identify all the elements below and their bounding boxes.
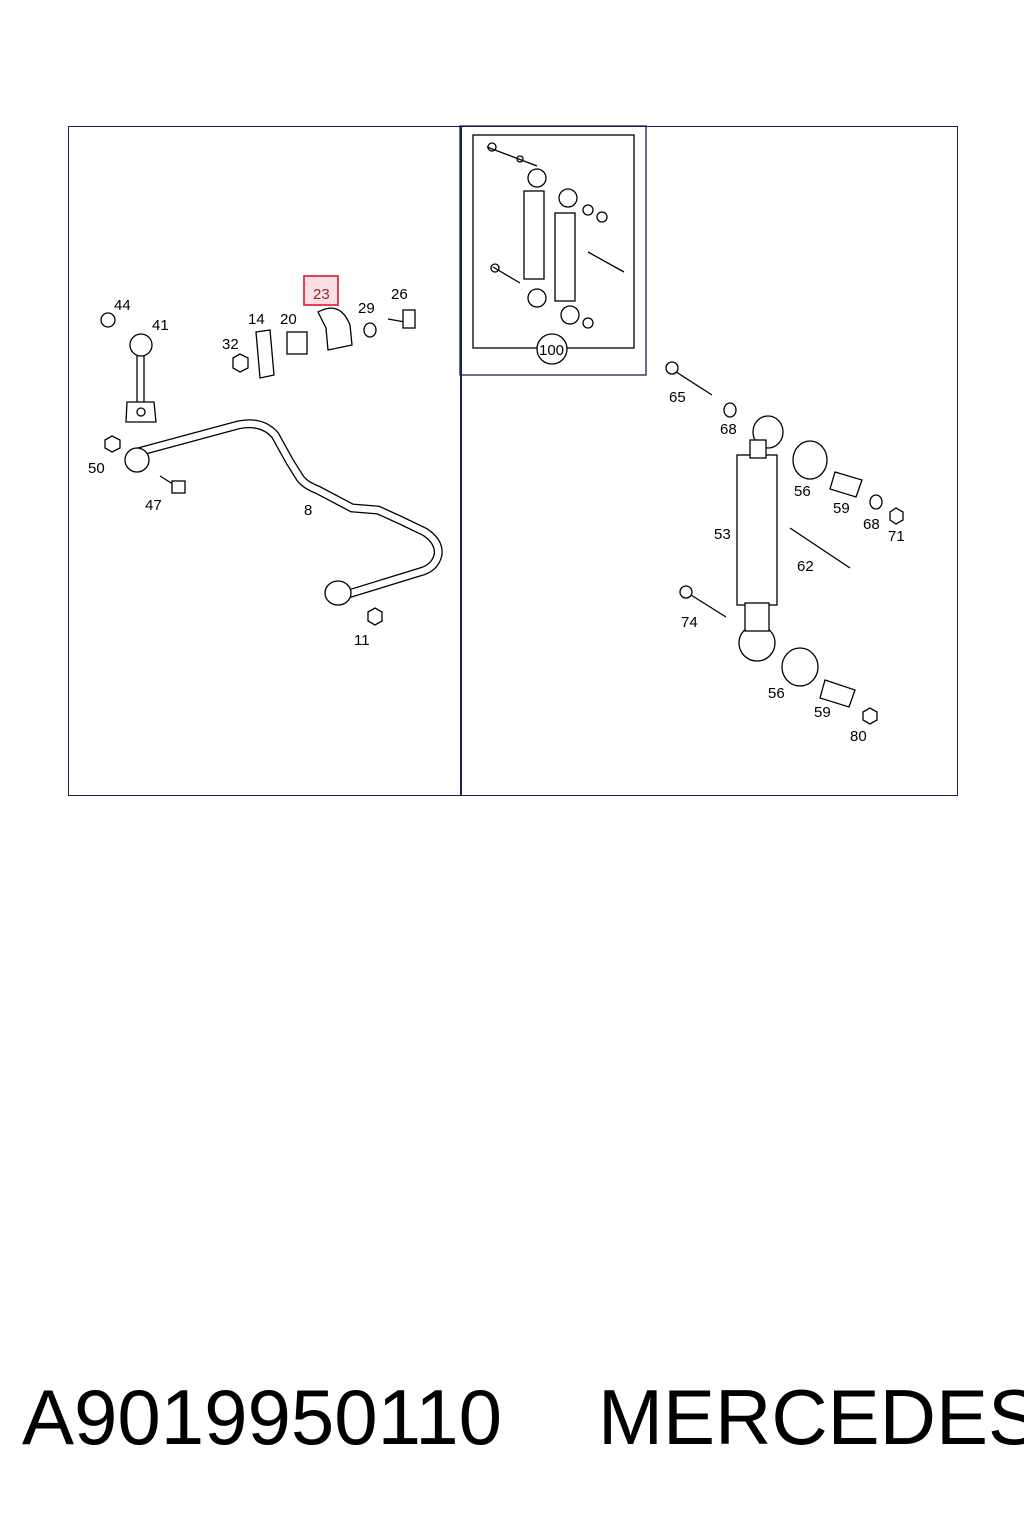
sleeve-59a [829, 471, 863, 498]
label-62: 62 [797, 558, 814, 575]
label-56b: 56 [768, 685, 785, 702]
stabilizer-bar [124, 419, 443, 606]
label-65: 65 [669, 389, 686, 406]
label-29: 29 [358, 300, 375, 317]
callout-100-circle [536, 333, 568, 365]
stud-62 [789, 527, 851, 569]
nut-44 [100, 312, 116, 328]
label-74: 74 [681, 614, 698, 631]
shock-absorber-53 [736, 415, 784, 662]
bracket-14 [255, 329, 275, 379]
label-32: 32 [222, 336, 239, 353]
highlight-box-23 [303, 275, 339, 306]
footer: A9019950110 MERCEDES [0, 1372, 1024, 1472]
label-44: 44 [114, 297, 131, 314]
label-47: 47 [145, 497, 162, 514]
bolt-74 [679, 585, 727, 618]
bushing-56b [781, 647, 819, 687]
washer-68a [723, 402, 737, 418]
label-8: 8 [304, 502, 312, 519]
label-68b: 68 [863, 516, 880, 533]
label-41: 41 [152, 317, 169, 334]
bolt-47 [159, 475, 186, 494]
label-11: 11 [354, 632, 370, 649]
brand-name: MERCEDES [598, 1373, 1024, 1461]
frame-divider [460, 126, 462, 796]
label-14: 14 [248, 311, 265, 328]
inset-shock-absorbers [486, 142, 625, 329]
bolt-65 [665, 361, 713, 396]
label-50: 50 [88, 460, 105, 477]
label-100: 100 [539, 342, 564, 359]
inset-frame [459, 125, 647, 376]
label-56a: 56 [794, 483, 811, 500]
parts-diagram: 8 11 14 20 23 26 29 32 41 44 47 50 53 56… [88, 125, 905, 745]
label-71: 71 [888, 528, 905, 545]
label-53: 53 [714, 526, 731, 543]
label-23: 23 [313, 286, 330, 303]
bushing-20 [286, 331, 308, 355]
nut-32 [232, 353, 249, 373]
label-59b: 59 [814, 704, 831, 721]
part-number: A9019950110 [22, 1373, 503, 1461]
bolt-26 [387, 309, 416, 329]
label-20: 20 [280, 311, 297, 328]
washer-29 [363, 322, 377, 338]
label-80: 80 [850, 728, 867, 745]
nut-71 [889, 507, 904, 525]
inset-box [472, 134, 635, 349]
nut-11 [367, 607, 383, 626]
sleeve-59b [819, 679, 856, 708]
clamp-23 [317, 307, 353, 351]
washer-68b [869, 494, 883, 510]
nut-50 [104, 435, 121, 453]
label-26: 26 [391, 286, 408, 303]
label-59a: 59 [833, 500, 850, 517]
nut-80 [862, 707, 878, 725]
link-rod [125, 333, 157, 423]
label-68a: 68 [720, 421, 737, 438]
bushing-56a [792, 440, 828, 480]
